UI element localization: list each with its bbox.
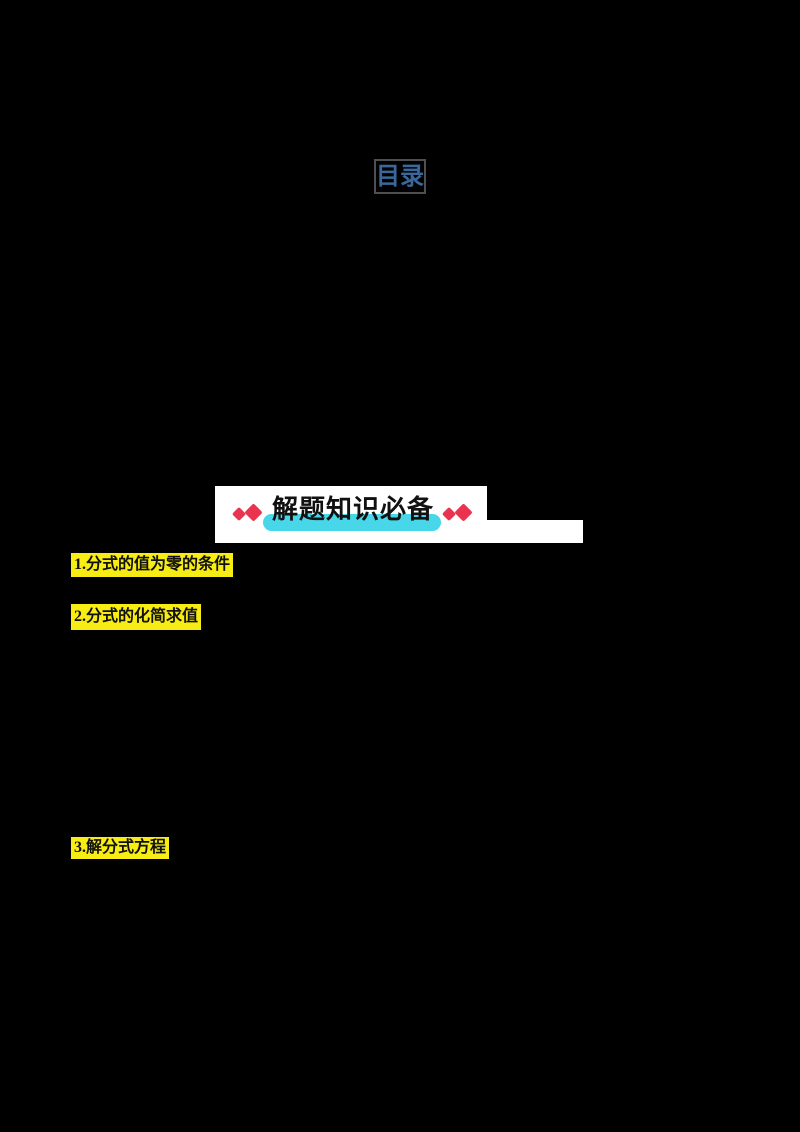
toc-heading-label: 目录: [376, 162, 424, 190]
toc-heading-box: 目录: [374, 159, 426, 194]
cyan-highlight-pill: [263, 514, 441, 531]
banner-title: 解题知识必备: [272, 494, 435, 524]
knowledge-banner: 解题知识必备: [215, 486, 583, 543]
section-heading-1: 1.分式的值为零的条件: [71, 553, 234, 577]
section-number: 1.: [74, 556, 86, 573]
section-number: 2.: [74, 608, 86, 625]
section-heading-3: 3.解分式方程: [71, 837, 170, 859]
section-label: 分式的化简求值: [86, 608, 199, 625]
section-heading-2: 2.分式的化简求值: [71, 604, 202, 630]
section-label: 分式的值为零的条件: [86, 556, 231, 573]
section-number: 3.: [74, 839, 86, 856]
section-label: 解分式方程: [86, 839, 167, 856]
